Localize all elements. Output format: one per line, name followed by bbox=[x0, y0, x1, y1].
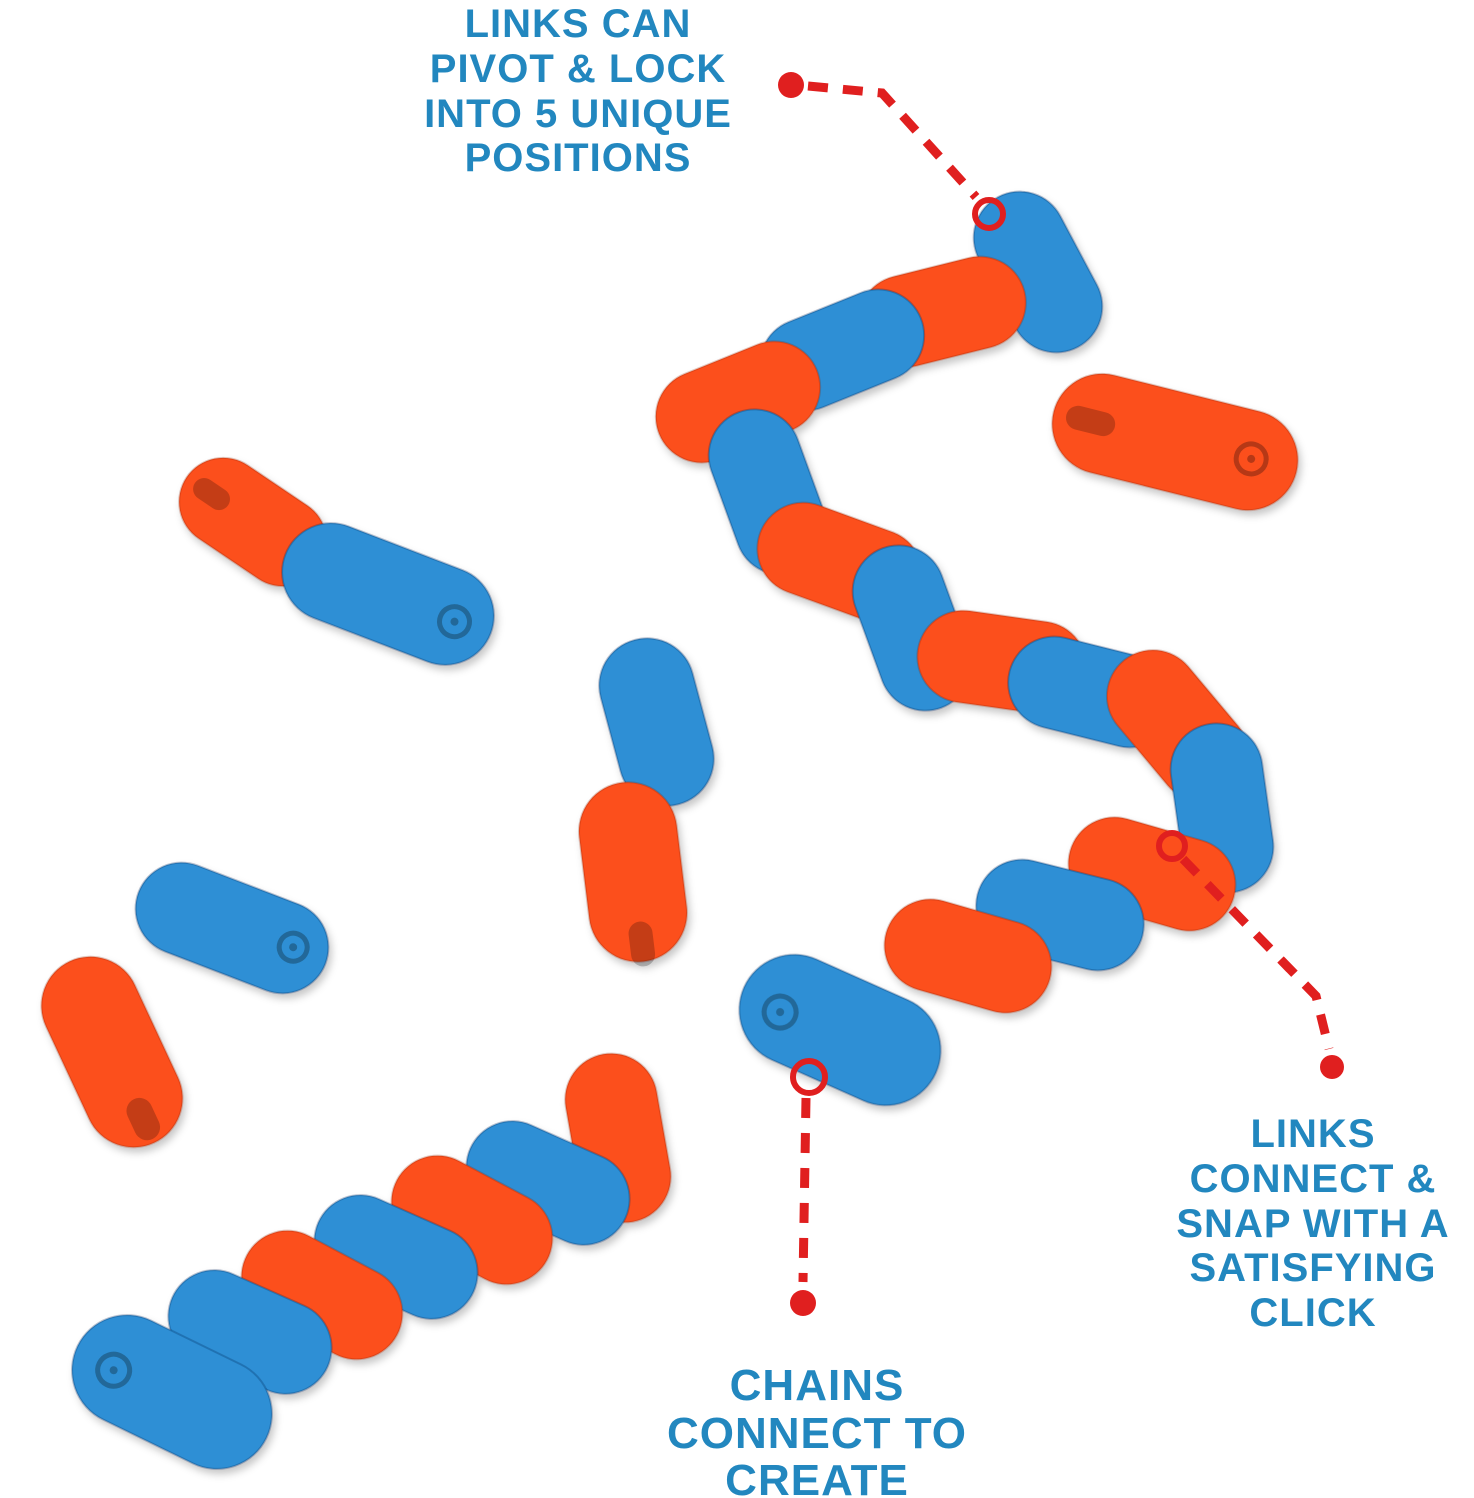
leader-dashed-line bbox=[1179, 855, 1334, 1051]
toy-piece-orange-single bbox=[1051, 372, 1299, 512]
pivot-hole-ring bbox=[761, 993, 799, 1031]
callout-line: INTO 5 UNIQUE bbox=[424, 91, 732, 136]
callout-line: SATISFYING bbox=[1189, 1246, 1437, 1291]
callout-line: PIVOT & LOCK bbox=[429, 46, 727, 91]
leader-dot-icon bbox=[1320, 1055, 1344, 1079]
pivot-hole-center bbox=[450, 617, 459, 626]
callout-line: LINKS CAN bbox=[464, 2, 692, 46]
fork-slot bbox=[628, 921, 656, 967]
chain-link bbox=[281, 522, 495, 666]
leader-snap-click bbox=[1156, 830, 1344, 1079]
chain-paddle-head bbox=[71, 1314, 273, 1470]
pivot-hole-center bbox=[289, 943, 298, 952]
callout-line: CLICK bbox=[1249, 1291, 1377, 1336]
leader-dashed-line bbox=[798, 1097, 811, 1283]
chain-paddle-head bbox=[738, 953, 942, 1107]
callout-long-chain: CHAINS CONNECT TO CREATE ONE LONG CHAIN bbox=[572, 1362, 1062, 1498]
pivot-hole-center bbox=[776, 1008, 785, 1017]
chain-link bbox=[738, 953, 942, 1107]
chain-link bbox=[883, 898, 1053, 1014]
pivot-hole-ring bbox=[437, 604, 473, 640]
target-ring-icon bbox=[1156, 830, 1188, 862]
callout-line: LINKS bbox=[1250, 1112, 1376, 1156]
pivot-hole-icon bbox=[276, 930, 310, 964]
callout-line: SNAP WITH A bbox=[1176, 1201, 1450, 1246]
pivot-hole-ring bbox=[95, 1351, 133, 1389]
callout-line: CONNECT TO CREATE bbox=[666, 1408, 968, 1498]
toy-piece-pair-left bbox=[178, 456, 495, 666]
callout-line: CHAINS bbox=[729, 1361, 905, 1410]
toy-piece-vertical bbox=[578, 637, 715, 967]
leader-dashed-line bbox=[807, 81, 980, 201]
callout-snap-click: LINKS CONNECT & SNAP WITH A SATISFYING C… bbox=[1158, 1112, 1468, 1336]
toy-piece-left-small bbox=[40, 861, 330, 1149]
callout-line: CONNECT & bbox=[1189, 1156, 1437, 1201]
chain-link bbox=[598, 637, 715, 807]
chain-link bbox=[71, 1314, 273, 1470]
target-ring-icon bbox=[972, 197, 1006, 231]
leader-dot-icon bbox=[790, 1290, 816, 1316]
fork-slot bbox=[193, 478, 231, 511]
pivot-hole-ring bbox=[276, 930, 310, 964]
pivot-hole-center bbox=[109, 1366, 118, 1375]
toy-chain-bottom bbox=[71, 1052, 672, 1470]
pivot-hole-icon bbox=[437, 604, 473, 640]
target-ring-icon bbox=[790, 1058, 828, 1096]
fork-slot bbox=[126, 1097, 161, 1141]
leader-dot-icon bbox=[778, 72, 804, 98]
fork-slot bbox=[1065, 405, 1116, 437]
callout-line: POSITIONS bbox=[464, 136, 692, 181]
callout-pivot-lock: LINKS CAN PIVOT & LOCK INTO 5 UNIQUE POS… bbox=[388, 2, 768, 181]
toy-chain-main bbox=[654, 190, 1275, 1107]
chain-link bbox=[134, 861, 330, 995]
pivot-hole-center bbox=[1247, 454, 1256, 463]
pivot-hole-ring bbox=[1233, 441, 1269, 477]
chain-link bbox=[40, 955, 184, 1149]
leader-pivot-lock bbox=[778, 72, 1006, 231]
chain-link bbox=[1051, 372, 1299, 512]
leader-long-chain bbox=[790, 1058, 828, 1316]
pivot-hole-icon bbox=[1233, 441, 1269, 477]
